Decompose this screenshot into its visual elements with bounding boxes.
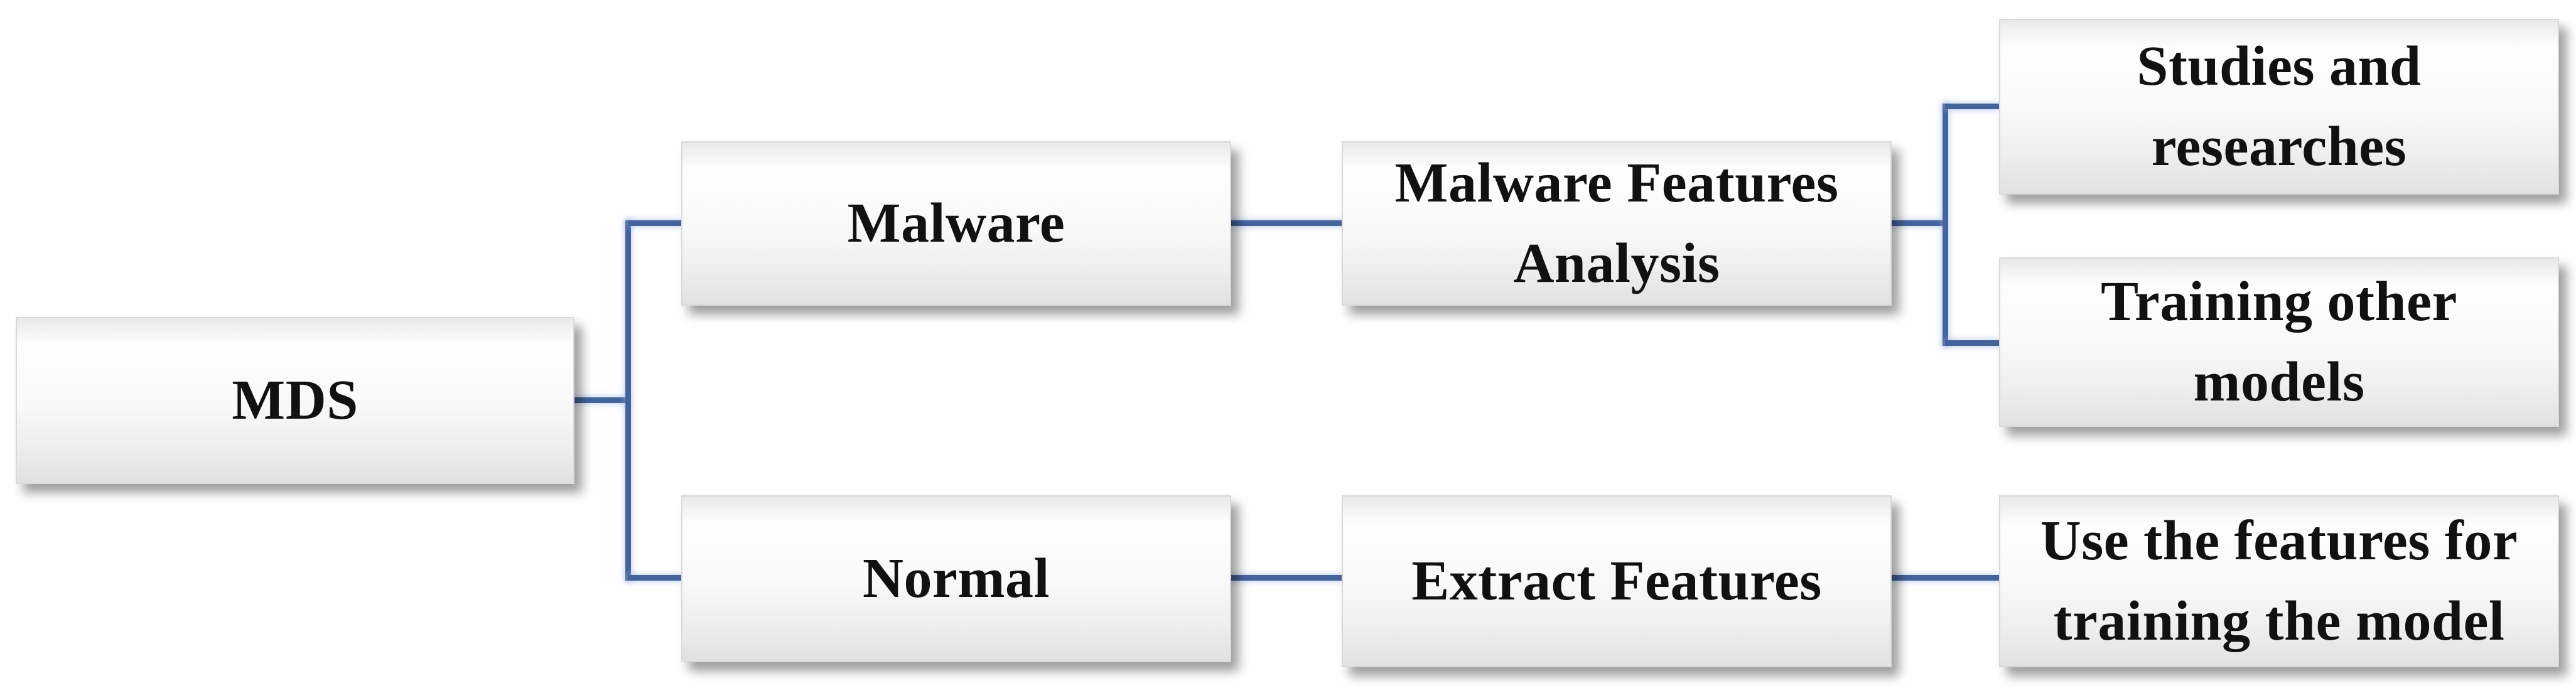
- node-normal-label: Normal: [863, 547, 1050, 610]
- node-studies-and-researches: Studies and researches: [1999, 19, 2559, 195]
- node-malware: Malware: [681, 141, 1231, 306]
- connector-branch-to-malware: [628, 220, 681, 226]
- connector-branch-to-studies: [1945, 104, 1999, 109]
- node-malware-label: Malware: [847, 192, 1065, 255]
- connector-right-branch-vertical: [1943, 104, 1948, 346]
- node-mds-label: MDS: [232, 369, 358, 432]
- node-use-the-features-label: Use the features for training the model: [2040, 510, 2518, 652]
- node-use-the-features: Use the features for training the model: [1999, 495, 2559, 667]
- connector-normal-to-extract-features: [1230, 575, 1342, 581]
- connector-extract-features-to-use: [1890, 575, 1999, 581]
- node-studies-and-researches-label: Studies and researches: [2137, 35, 2422, 178]
- connector-malware-to-features-analysis: [1230, 220, 1342, 226]
- node-mds: MDS: [16, 317, 574, 484]
- node-normal: Normal: [681, 495, 1231, 662]
- node-training-other-models-label: Training other models: [2101, 271, 2457, 413]
- connector-left-branch-vertical: [625, 220, 631, 581]
- connector-branch-to-normal: [628, 575, 681, 581]
- node-extract-features: Extract Features: [1342, 495, 1892, 667]
- node-malware-features-analysis: Malware Features Analysis: [1342, 141, 1892, 306]
- node-extract-features-label: Extract Features: [1411, 550, 1822, 613]
- connector-mds-to-branch: [573, 397, 628, 403]
- connector-features-analysis-to-branch: [1890, 220, 1945, 226]
- node-malware-features-analysis-label: Malware Features Analysis: [1394, 152, 1839, 294]
- node-training-other-models: Training other models: [1999, 257, 2559, 427]
- connector-branch-to-training: [1945, 340, 1999, 346]
